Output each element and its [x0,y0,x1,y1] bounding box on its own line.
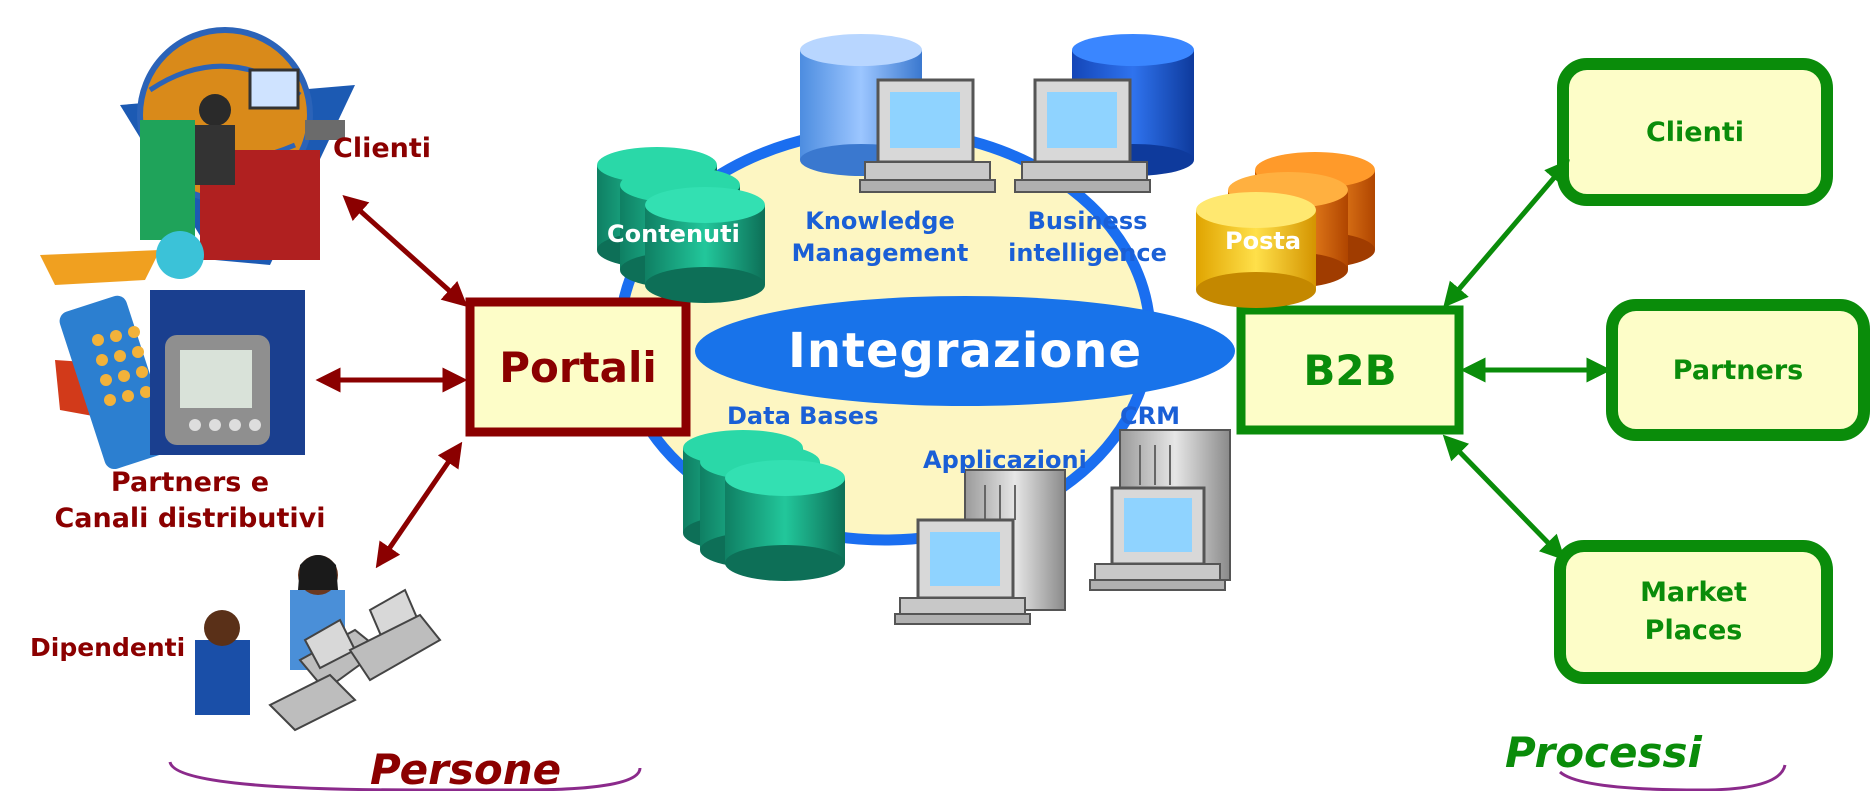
processi-label: Processi [1505,728,1702,777]
left-clienti-label: Clienti [333,133,432,164]
crm-label: CRM [1120,402,1180,430]
arrow-b2b-clienti [1443,159,1570,308]
partners-canali-label: Partners e Canali distributivi [40,465,340,537]
contenuti-label: Contenuti [607,220,740,248]
applicazioni-label: Applicazioni [923,446,1087,474]
portali-box [465,297,691,437]
office-workers-icon [195,555,442,732]
b2b-label: B2B [1303,345,1397,395]
globe-computer-user-icon [120,27,355,265]
b2b-box [1236,305,1464,435]
right-partners-box [1606,299,1870,441]
crm-server [1089,429,1231,591]
contenuti-cylinders [597,147,765,303]
data-bases-label: Data Bases [727,402,879,430]
portali-label: Portali [499,342,657,392]
persone-curve [168,761,642,791]
dipendenti-label: Dipendenti [30,633,186,662]
market-line2: Places [1644,615,1743,646]
right-clienti-box [1557,58,1833,206]
integrazione-label: Integrazione [787,323,1143,379]
partners-line1: Partners e [110,467,270,498]
right-clienti-label: Clienti [1645,116,1745,148]
mobile-devices-icon [40,231,305,470]
bi-line2: intelligence [1008,239,1167,267]
right-partners-label: Partners [1672,354,1804,386]
data-bases-cylinders [683,430,845,581]
knowledge-management-server [800,34,996,193]
business-intelligence-server [1014,34,1194,193]
km-line2: Management [791,239,969,267]
right-market-label: Market Places [1560,546,1827,678]
applicazioni-server [894,469,1066,625]
km-label: Knowledge Management [785,205,975,269]
processi-curve [1558,764,1787,791]
arrow-clienti-portali [342,194,468,308]
integrazione-ellipse [695,296,1235,406]
persone-label: Persone [370,745,562,794]
arrow-dipendenti-portali [375,441,463,569]
market-line1: Market [1640,577,1747,608]
bi-line1: Business [1027,207,1148,235]
posta-label: Posta [1225,227,1302,255]
km-line1: Knowledge [805,207,955,235]
posta-cylinders [1196,152,1375,308]
arrow-b2b-market [1442,434,1566,561]
bi-label: Business intelligence [1000,205,1175,269]
right-market-box [1554,540,1833,684]
partners-line2: Canali distributivi [54,503,326,534]
